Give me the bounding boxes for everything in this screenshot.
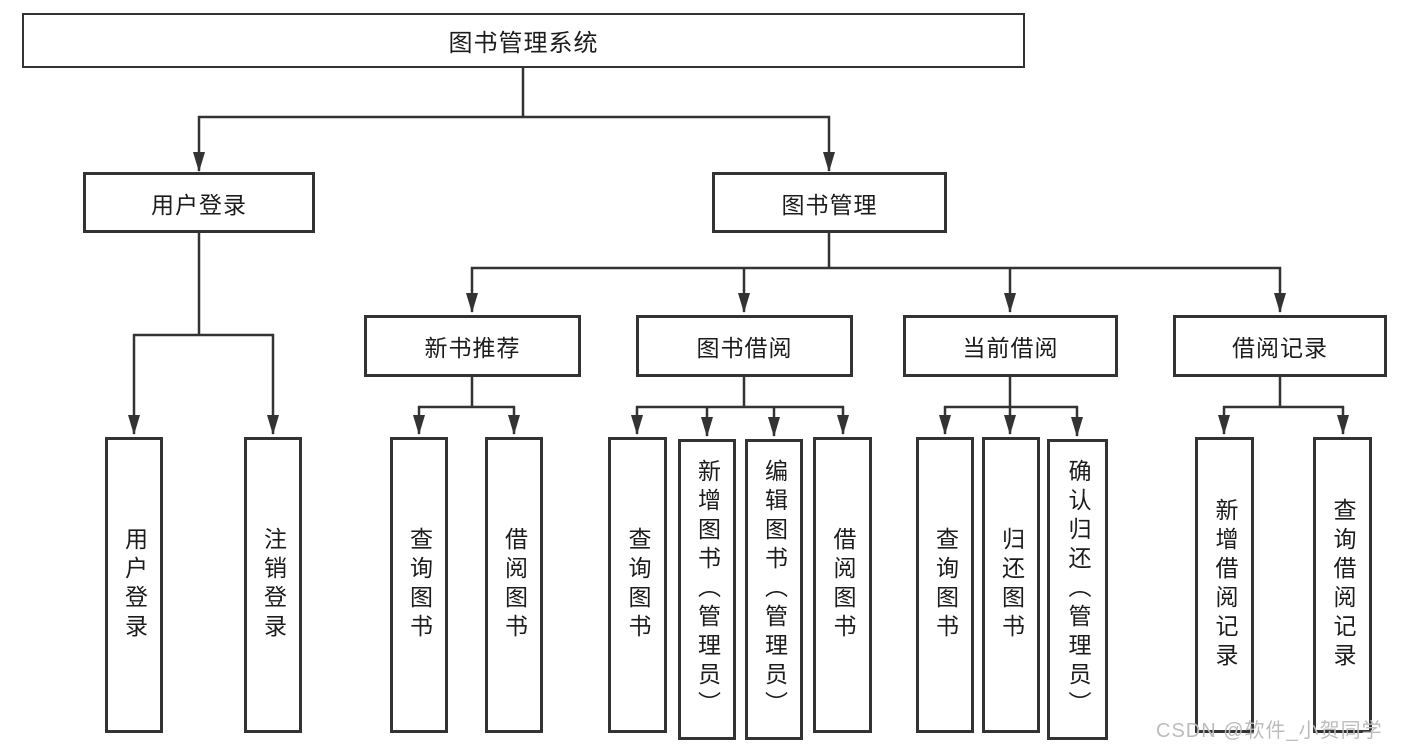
leaf-cb-return-books: 归还图书 — [982, 437, 1040, 733]
node-new-book-recommend: 新书推荐 — [364, 315, 581, 377]
leaf-user-login: 用户登录 — [105, 437, 163, 733]
leaf-bb-borrow-books: 借阅图书 — [813, 437, 872, 733]
leaf-cb-confirm-return-admin: 确认归还（管理员） — [1047, 439, 1108, 740]
watermark: CSDN @软件_小贺同学 — [1156, 720, 1383, 742]
leaf-nbr-query-books: 查询图书 — [390, 437, 448, 733]
leaf-logout: 注销登录 — [244, 437, 302, 733]
leaf-cb-query-books: 查询图书 — [916, 437, 974, 733]
leaf-br-add-record: 新增借阅记录 — [1195, 437, 1254, 733]
node-book-management: 图书管理 — [712, 172, 947, 233]
leaf-bb-query-books: 查询图书 — [608, 437, 667, 733]
leaf-nbr-borrow-books: 借阅图书 — [485, 437, 543, 733]
node-current-borrowing: 当前借阅 — [903, 315, 1118, 377]
leaf-bb-add-books-admin: 新增图书（管理员） — [678, 439, 736, 740]
leaf-br-query-record: 查询借阅记录 — [1313, 437, 1372, 733]
leaf-bb-edit-books-admin: 编辑图书（管理员） — [745, 439, 803, 740]
node-borrowing-records: 借阅记录 — [1173, 315, 1387, 377]
node-book-borrowing: 图书借阅 — [636, 315, 853, 377]
node-library-management-system: 图书管理系统 — [22, 13, 1025, 68]
node-user-login: 用户登录 — [83, 172, 315, 233]
